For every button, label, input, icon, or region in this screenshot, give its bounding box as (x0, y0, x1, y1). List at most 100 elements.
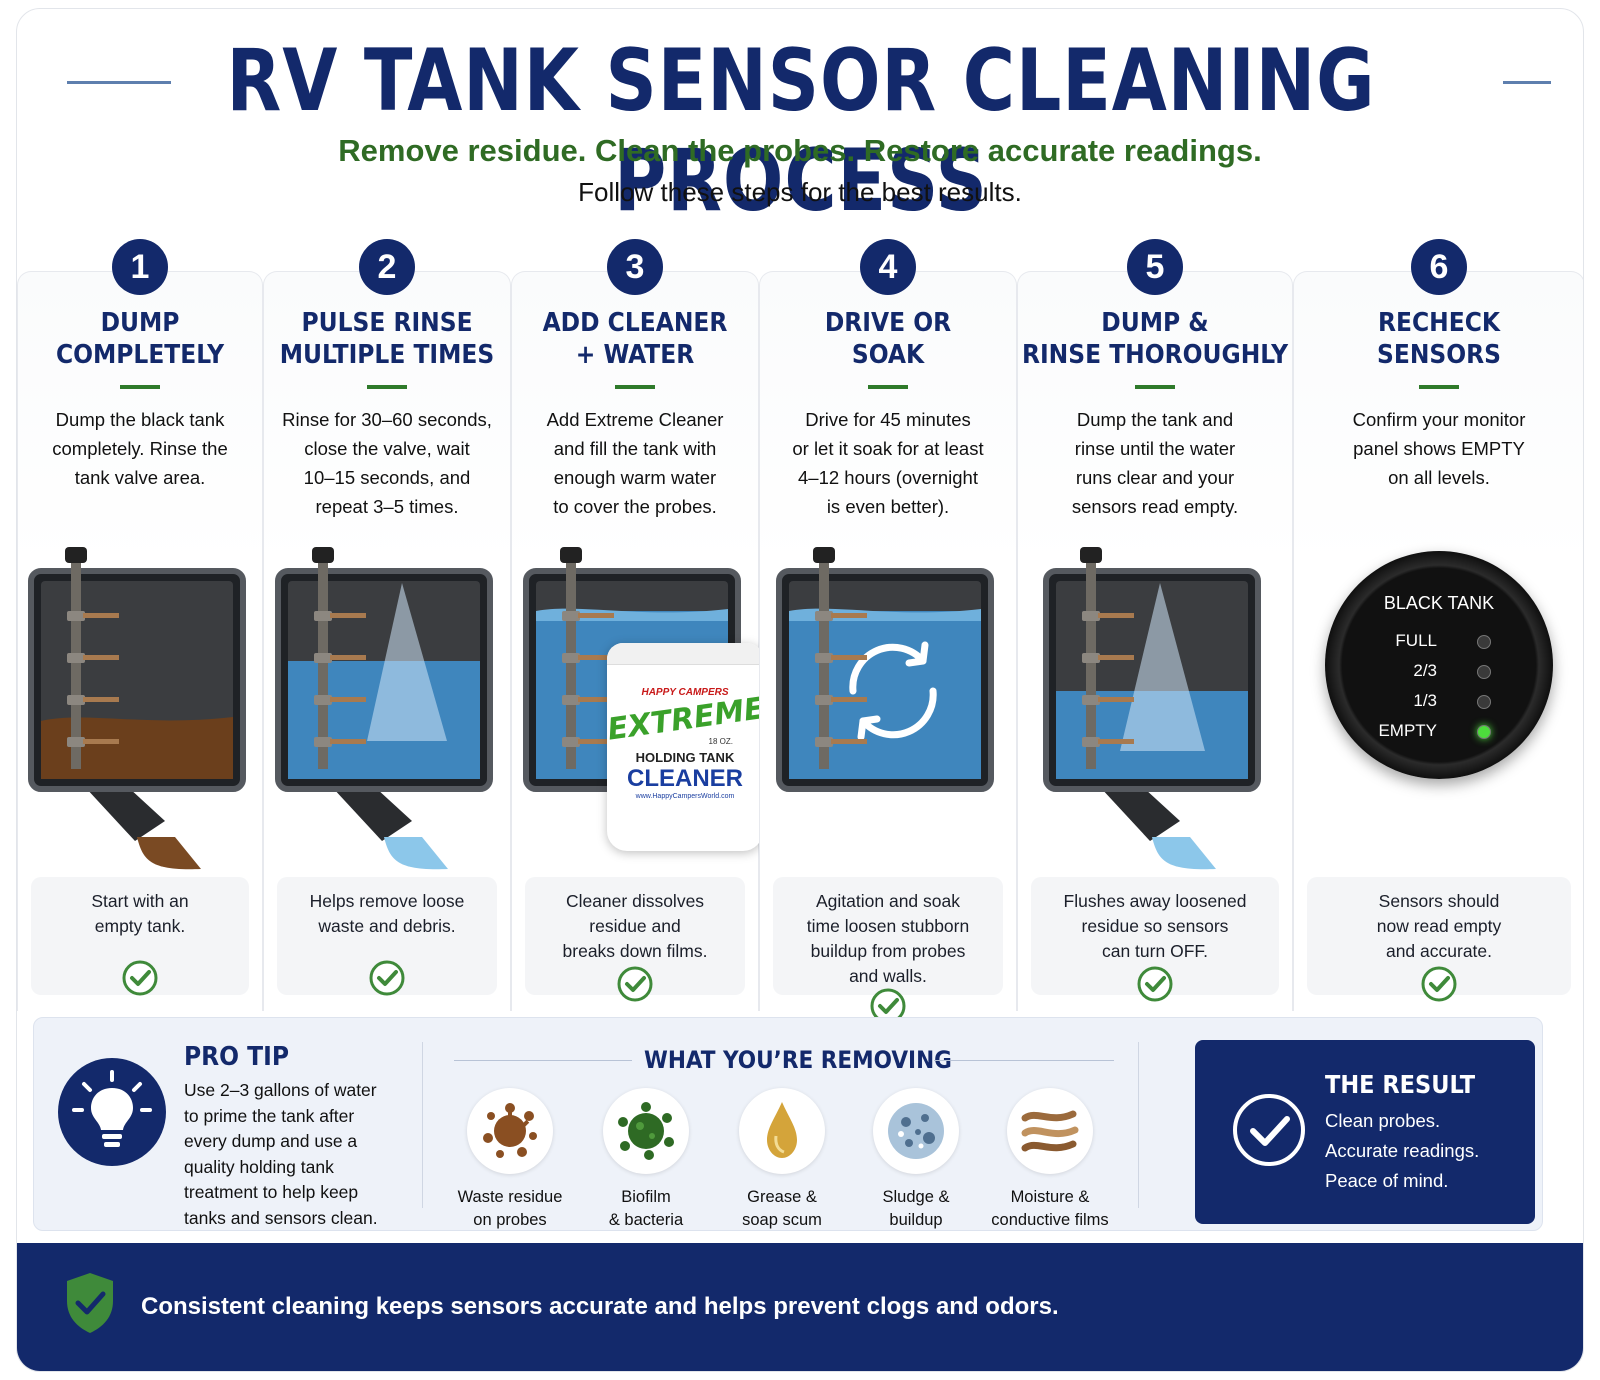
removing-label: Biofilm & bacteria (576, 1186, 716, 1232)
tank-rinse-illustration (272, 541, 502, 871)
footer-banner: Consistent cleaning keeps sensors accura… (17, 1243, 1583, 1371)
step-title: ADD CLEANER+ WATER (515, 307, 755, 371)
footer-text: Consistent cleaning keeps sensors accura… (141, 1293, 1059, 1320)
divider (422, 1042, 423, 1208)
step-note-line: breaks down films. (562, 941, 708, 961)
step-number: 4 (860, 239, 916, 295)
shield-check-icon (63, 1271, 117, 1335)
waste-splat-icon (467, 1088, 553, 1174)
sensor-probe-rod (560, 547, 614, 769)
step-description-line: 4–12 hours (overnight (798, 467, 978, 488)
removing-label-line: buildup (889, 1211, 943, 1229)
step-description-line: or let it soak for at least (792, 438, 984, 459)
step-title-line: COMPLETELY (55, 340, 225, 370)
step-note-line: and walls. (849, 966, 927, 986)
product-size: 18 OZ. (708, 737, 733, 746)
film-layers-icon (1007, 1088, 1093, 1174)
step-note-line: residue so sensors (1081, 916, 1229, 936)
step-title-line: ADD CLEANER (542, 308, 728, 338)
led-lit-icon (1477, 725, 1491, 739)
subtitle-secondary: Follow these steps for the best results. (578, 177, 1022, 207)
check-circle-icon (1136, 965, 1174, 1003)
pro-tip-line: Use 2–3 gallons of water (184, 1080, 377, 1100)
removing-label: Grease & soap scum (712, 1186, 852, 1232)
step-note-line: Start with an (91, 891, 189, 911)
check-circle-icon (1231, 1092, 1307, 1168)
step-description-line: panel shows EMPTY (1353, 438, 1525, 459)
step-title-line: RINSE THOROUGHLY (1021, 340, 1289, 370)
step-note-line: Helps remove loose (309, 891, 465, 911)
sensor-probe-rod (65, 547, 119, 769)
step-note-line: Flushes away loosened (1063, 891, 1247, 911)
step-divider (615, 385, 655, 389)
step-title-line: RECHECK (1377, 308, 1500, 338)
step-note-line: buildup from probes (810, 941, 966, 961)
step-description-line: Rinse for 30–60 seconds, (282, 409, 492, 430)
step-title: DUMP &RINSE THOROUGHLY (1021, 307, 1289, 371)
removing-label-line: Waste residue (457, 1188, 563, 1206)
removing-label-line: soap scum (742, 1211, 822, 1229)
step-note-line: Agitation and soak (816, 891, 960, 911)
removing-item: Moisture & conductive films (980, 1088, 1120, 1232)
step-number: 1 (112, 239, 168, 295)
step-title-line: SENSORS (1377, 340, 1501, 370)
product-line2: CLEANER (626, 765, 743, 792)
removing-item: Waste residue on probes (440, 1088, 580, 1232)
monitor-title: BLACK TANK (1383, 593, 1495, 613)
step-title-line: PULSE RINSE (301, 308, 473, 338)
step-divider (120, 385, 160, 389)
step-description-line: completely. Rinse the (52, 438, 228, 459)
product-url: www.HappyCampersWorld.com (635, 793, 735, 800)
step-description-line: rinse until the water (1074, 438, 1236, 459)
tank-monitor-panel: BLACK TANK FULL 2/3 1/3 EMPTY (1325, 551, 1553, 779)
step-title-line: DRIVE OR (824, 308, 952, 338)
monitor-level-label: 1/3 (1413, 691, 1437, 710)
removing-rule-right (934, 1060, 1114, 1061)
pro-tip-title: PRO TIP (184, 1042, 289, 1072)
cleaner-product-jar: HAPPY CAMPERS EXTREME 18 OZ. HOLDING TAN… (607, 643, 763, 851)
removing-label: Moisture & conductive films (980, 1186, 1120, 1232)
step-description-line: runs clear and your (1075, 467, 1235, 488)
pro-tip-line: every dump and use a (184, 1131, 358, 1151)
removing-label-line: Moisture & (1010, 1188, 1090, 1206)
step-divider (1419, 385, 1459, 389)
lightbulb-icon (58, 1058, 166, 1166)
infographic-frame: RV TANK SENSOR CLEANING PROCESS Remove r… (16, 8, 1584, 1372)
removing-rule-left (454, 1060, 632, 1061)
check-circle-icon (121, 959, 159, 997)
tank-soak-illustration (773, 541, 1003, 871)
sensor-probe-rod (1080, 547, 1134, 769)
page-title: RV TANK SENSOR CLEANING PROCESS (226, 31, 1376, 231)
removing-label: Waste residue on probes (440, 1186, 580, 1232)
step-description-line: Drive for 45 minutes (805, 409, 971, 430)
removing-label: Sludge & buildup (846, 1186, 986, 1232)
step-note-line: empty tank. (94, 916, 186, 936)
result-line: Peace of mind. (1325, 1170, 1449, 1191)
removing-label-line: Biofilm (621, 1188, 671, 1206)
pro-tip-line: quality holding tank (184, 1156, 334, 1177)
step-note-line: time loosen stubborn (806, 916, 970, 936)
led-off-icon (1477, 665, 1491, 679)
sludge-icon (873, 1088, 959, 1174)
subtitle: Remove residue. Clean the probes. Restor… (338, 133, 1262, 168)
result-line: Clean probes. (1325, 1110, 1441, 1131)
step-divider (1135, 385, 1175, 389)
led-off-icon (1477, 635, 1491, 649)
step-title-line: DUMP (100, 308, 180, 338)
sensor-probe-rod (813, 547, 867, 769)
monitor-level-label: EMPTY (1378, 721, 1437, 740)
result-box: THE RESULT Clean probes. Accurate readin… (1195, 1040, 1535, 1224)
step-title-line: + WATER (575, 340, 695, 370)
step-description: Drive for 45 minutes or let it soak for a… (769, 405, 1007, 521)
step-number: 5 (1127, 239, 1183, 295)
jar-lid (607, 643, 763, 665)
step-number: 3 (607, 239, 663, 295)
step-title-line: SOAK (851, 340, 925, 370)
